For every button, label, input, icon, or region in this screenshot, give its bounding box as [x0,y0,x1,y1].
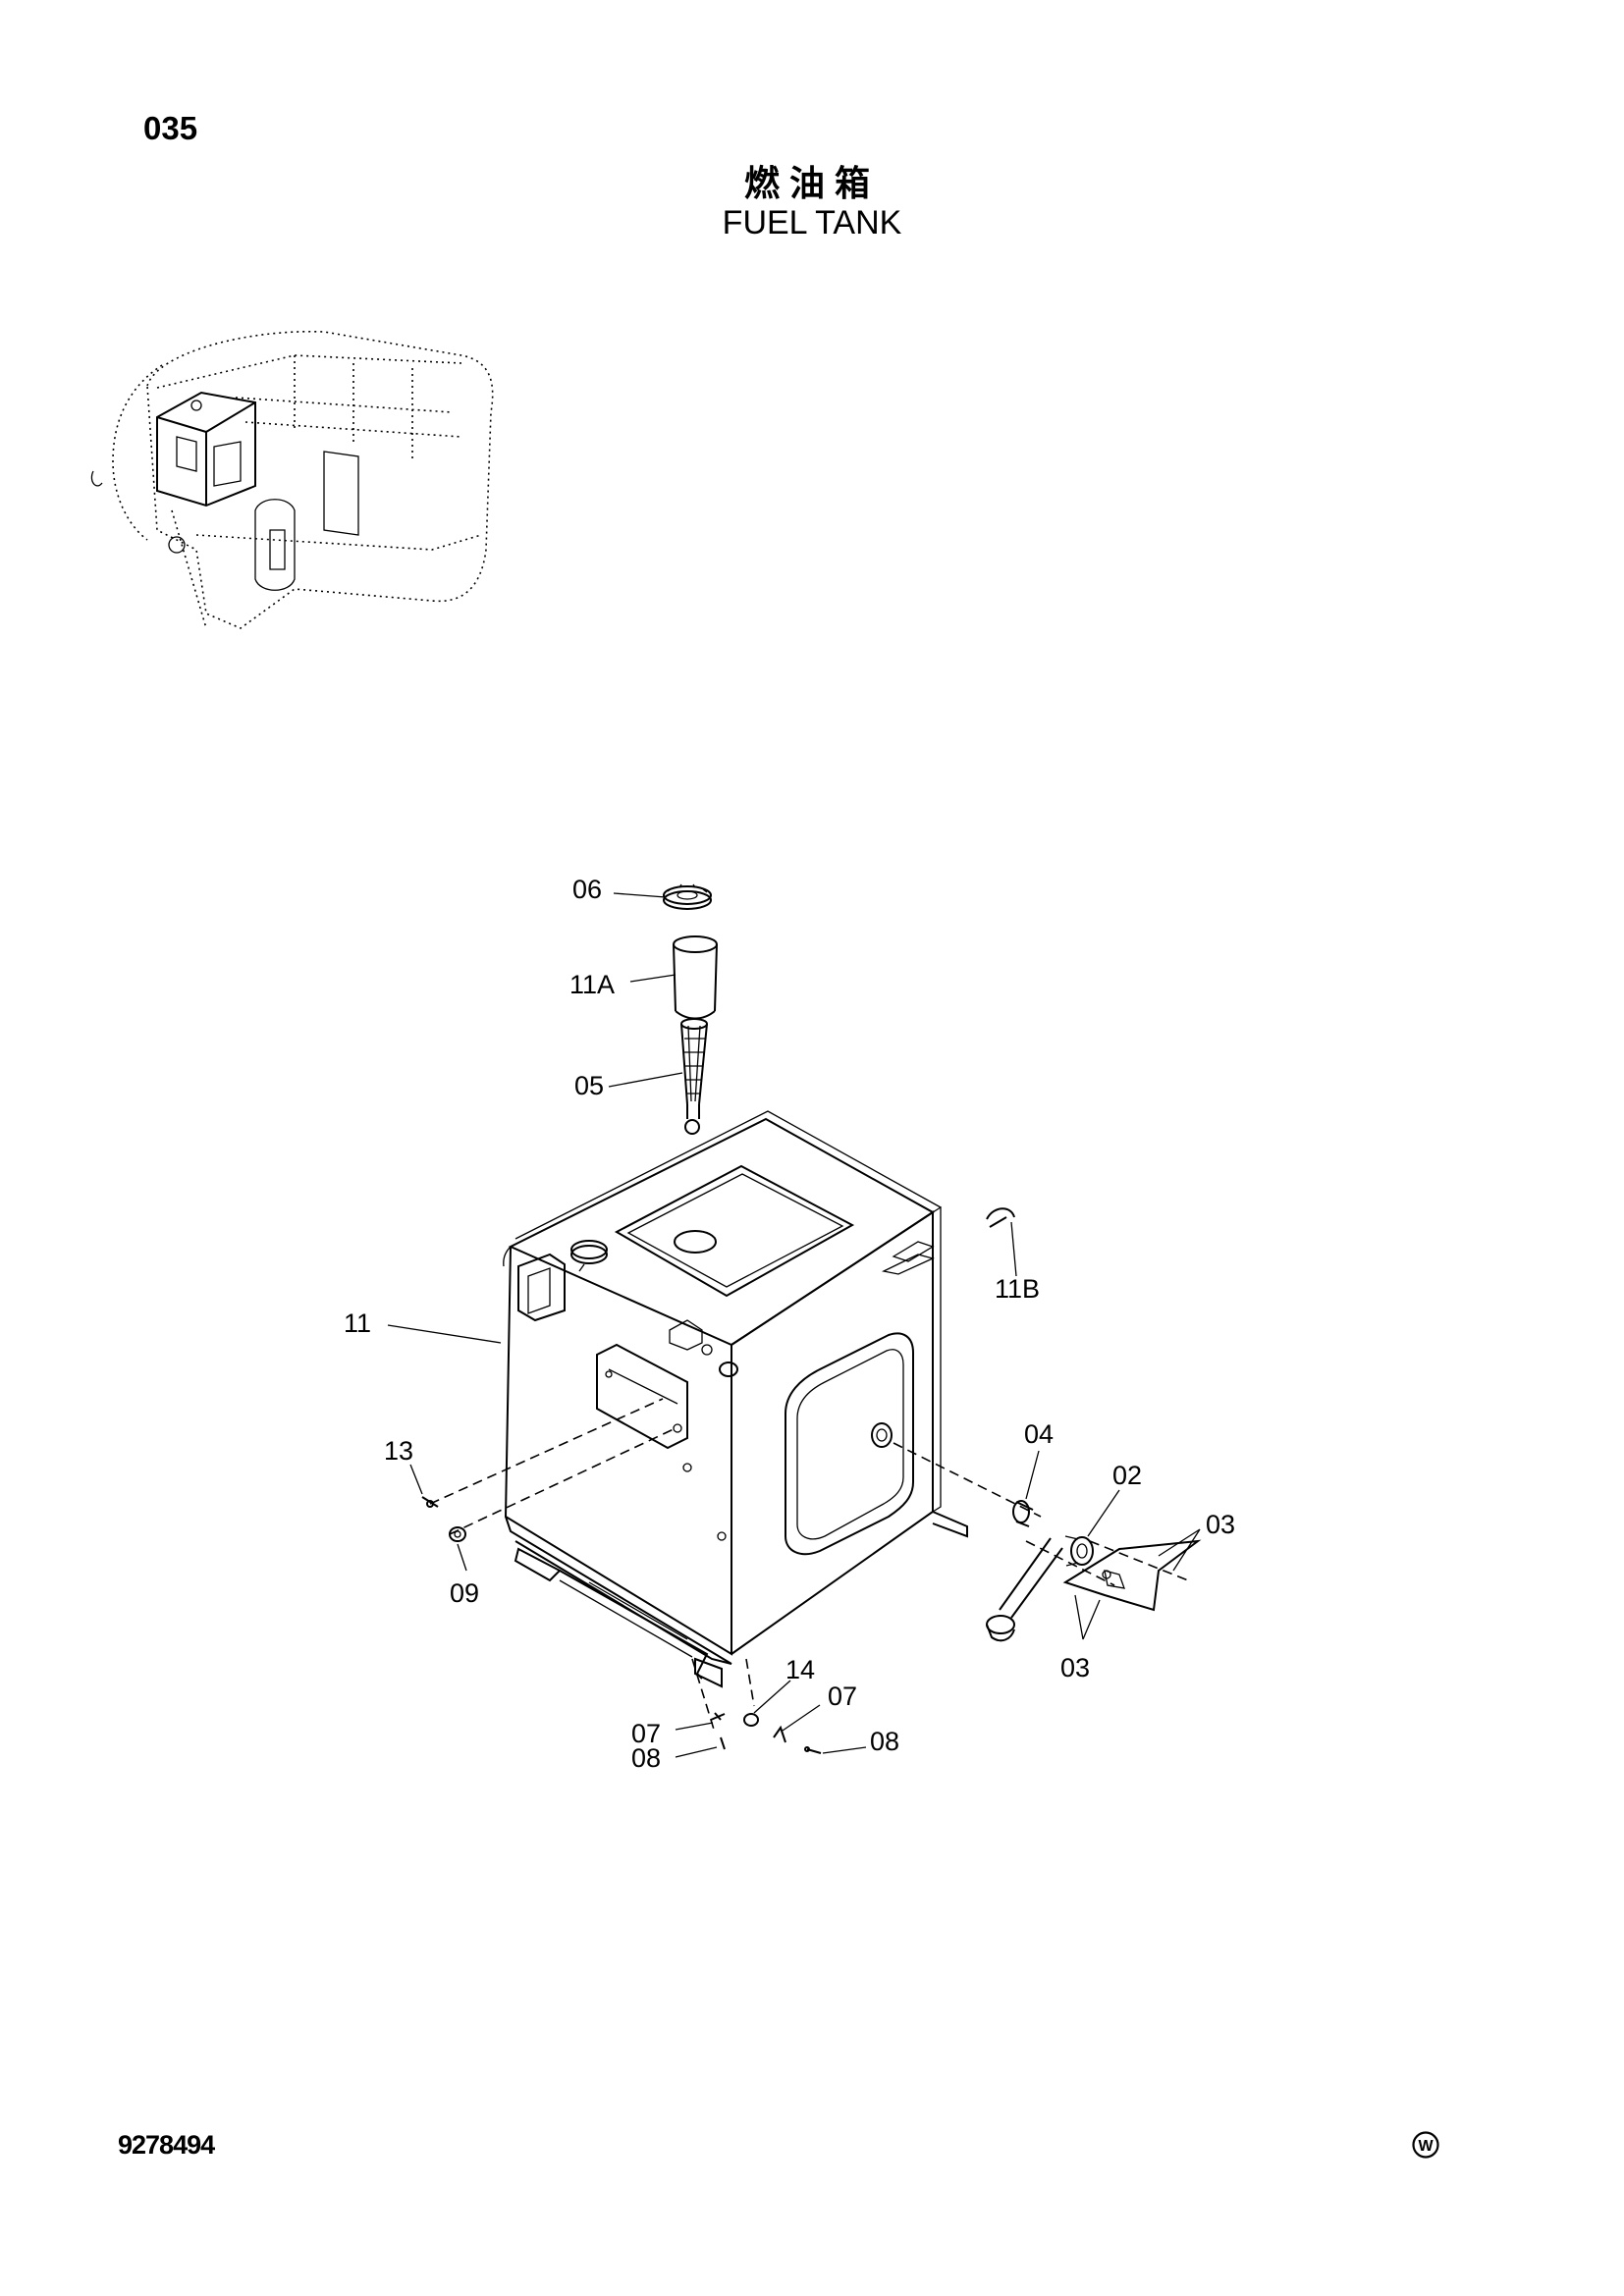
assembly-lines [429,1398,1189,1734]
callout-13: 13 [384,1436,413,1466]
fuel-cap-06 [663,883,712,910]
tank-corner-edge [503,1246,512,1267]
bracket-03 [1062,1539,1202,1612]
fuel-tank-11 [504,1110,968,1688]
w-circle-mark: W [1412,2131,1439,2159]
hose-04 [1012,1500,1034,1527]
callout-06: 06 [572,875,602,904]
hook-11B [986,1207,1015,1228]
callout-09: 09 [450,1578,479,1608]
title-english: FUEL TANK [722,204,902,241]
callout-07-left: 07 [631,1719,661,1748]
drain-hose [986,1537,1063,1642]
callout-14: 14 [785,1655,815,1684]
callout-07-right: 07 [828,1682,857,1711]
valve-02 [1064,1535,1094,1567]
callout-02: 02 [1112,1461,1142,1490]
callout-08-right: 08 [870,1727,899,1756]
callout-04: 04 [1024,1419,1054,1449]
filter-cylinder-11A [673,935,718,1020]
callout-11B: 11B [995,1274,1040,1304]
callout-11: 11 [344,1308,371,1338]
document-number: 9278494 [118,2130,215,2160]
title-chinese: 燃油箱 [743,163,880,203]
fasteners-07-08-14 [710,1712,822,1754]
bolt-13 [421,1496,439,1508]
nut-09 [449,1526,466,1542]
strainer-05 [680,1018,708,1135]
machine-location-thumbnail [90,330,494,629]
callout-08-left: 08 [631,1743,661,1773]
callout-05: 05 [574,1071,604,1100]
page-number: 035 [143,110,198,146]
leader-lines [387,892,1201,1758]
callout-03-lower: 03 [1060,1653,1090,1682]
w-mark-letter: W [1418,2138,1434,2155]
callout-11A: 11A [569,970,615,999]
callout-03-upper: 03 [1206,1510,1235,1539]
